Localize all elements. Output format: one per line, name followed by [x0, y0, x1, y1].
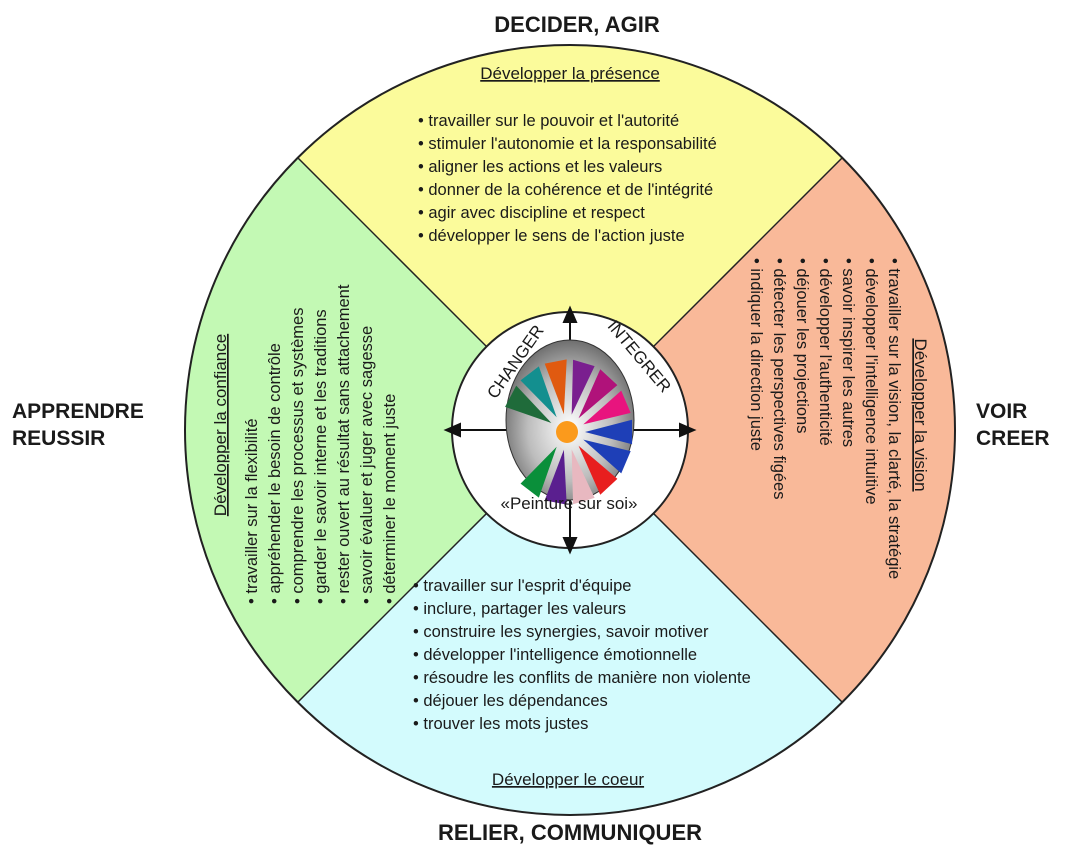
label-right-2: CREER — [976, 427, 1050, 450]
section-top-item: • agir avec discipline et respect — [418, 204, 645, 222]
section-left: Développer la confiance • travailler sur… — [211, 284, 399, 604]
section-left-item: • garder le savoir interne et les tradit… — [312, 309, 330, 604]
section-title-left: Développer la confiance — [211, 334, 230, 516]
section-left-item: • travailler sur la flexibilité — [243, 418, 261, 604]
section-bottom-item: • trouver les mots justes — [413, 715, 588, 733]
egg-petal — [578, 369, 618, 419]
section-bottom-item: • inclure, partager les valeurs — [413, 600, 626, 618]
section-right-item: • travailler sur la vision, la clarté, l… — [885, 258, 903, 579]
section-bottom-item: • résoudre les conflits de manière non v… — [413, 669, 751, 687]
egg-petal — [585, 419, 633, 445]
section-bottom-item: • construire les synergies, savoir motiv… — [413, 623, 709, 641]
section-title-bottom: Développer le coeur — [492, 770, 644, 789]
section-top-item: • stimuler l'autonomie et la responsabil… — [418, 135, 717, 153]
section-right-item: • développer l'authenticité — [816, 258, 834, 446]
section-right-item: • détecter les perspectives figées — [770, 258, 788, 499]
section-right-item: • déjouer les projections — [793, 258, 811, 433]
section-right-item: • savoir inspirer les autres — [839, 258, 857, 447]
section-top: Développer la présence • travailler sur … — [418, 64, 717, 245]
painting-egg-icon — [505, 339, 635, 505]
outer-circle — [184, 44, 956, 816]
egg-petal — [583, 439, 631, 474]
center-bottom-label: «Peinture sur soi» — [500, 494, 637, 513]
quadrant-top — [185, 45, 955, 430]
section-top-item: • aligner les actions et les valeurs — [418, 158, 662, 176]
section-right-item: • développer l'intelligence intuitive — [862, 258, 880, 505]
egg-petal — [578, 445, 618, 495]
section-top-item: • donner de la cohérence et de l'intégri… — [418, 181, 713, 199]
section-left-item: • appréhender le besoin de contrôle — [266, 343, 284, 604]
quadrant-right — [570, 45, 955, 815]
label-bottom: RELIER, COMMUNIQUER — [438, 820, 702, 845]
section-top-item: • développer le sens de l'action juste — [418, 227, 685, 245]
section-bottom: • travailler sur l'esprit d'équipe • incl… — [413, 577, 751, 789]
quadrant-bottom — [185, 430, 955, 815]
section-left-item: • déterminer le moment juste — [381, 394, 399, 604]
section-bottom-item: • déjouer les dépendances — [413, 692, 608, 710]
section-right-item: • indiquer la direction juste — [747, 258, 765, 451]
section-title-top: Développer la présence — [480, 64, 660, 83]
label-top: DECIDER, AGIR — [494, 12, 660, 37]
egg-petal — [505, 385, 552, 423]
egg-petal — [544, 359, 567, 415]
egg-petal — [520, 446, 557, 498]
section-title-right: Développer la vision — [911, 338, 930, 491]
label-right-1: VOIR — [976, 400, 1027, 423]
section-left-item: • comprendre les processus et systèmes — [289, 308, 307, 604]
section-top-item: • travailler sur le pouvoir et l'autorit… — [418, 112, 679, 130]
egg-center-dot — [556, 421, 578, 443]
egg-petal — [571, 359, 595, 415]
section-left-item: • rester ouvert au résultat sans attache… — [335, 284, 353, 604]
section-bottom-item: • développer l'intelligence émotionnelle — [413, 646, 697, 664]
quadrant-left — [185, 45, 570, 815]
label-left-2: REUSSIR — [12, 427, 105, 450]
section-left-item: • savoir évaluer et juger avec sagesse — [358, 326, 376, 604]
egg-petal — [571, 449, 595, 505]
egg-petal — [520, 366, 557, 418]
egg-petal — [544, 449, 567, 505]
section-bottom-item: • travailler sur l'esprit d'équipe — [413, 577, 631, 595]
center-hub: CHANGER INTEGRER «Peinture sur soi» — [443, 305, 697, 555]
label-left-1: APPRENDRE — [12, 400, 144, 423]
section-right: Développer la vision • travailler sur la… — [747, 258, 930, 579]
egg-petal — [583, 390, 631, 425]
